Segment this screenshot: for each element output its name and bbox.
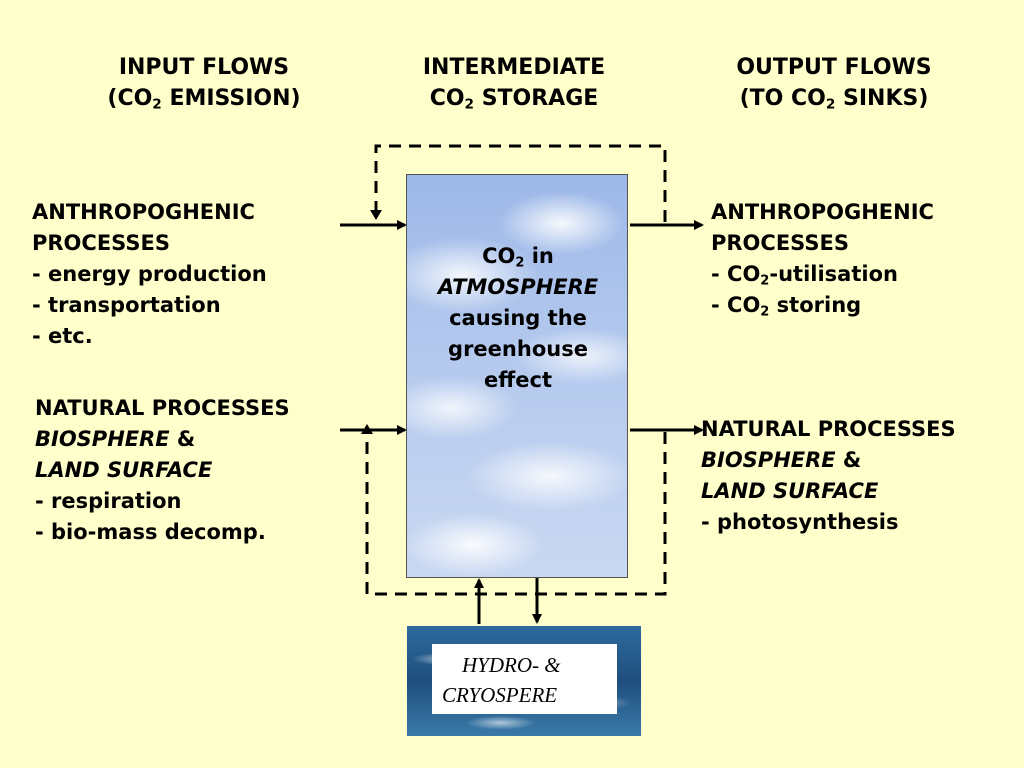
- input-natural-title: NATURAL PROCESSES: [35, 396, 290, 420]
- input-anthro-item: - transportation: [32, 293, 221, 317]
- input-natural-biosphere: BIOSPHERE &: [35, 427, 196, 451]
- output-anthro-item-utilisation: - CO2-utilisation: [711, 262, 898, 289]
- atmosphere-line4: greenhouse: [448, 337, 588, 361]
- output-natural-block: NATURAL PROCESSES BIOSPHERE & LAND SURFA…: [701, 414, 956, 538]
- input-anthro-title1: ANTHROPOGHENIC: [32, 200, 255, 224]
- header-output-flows: OUTPUT FLOWS (TO CO2 SINKS): [694, 52, 974, 114]
- atmosphere-line3: causing the: [449, 306, 587, 330]
- dashed-loop-bottom: [365, 432, 667, 596]
- header-input-flows: INPUT FLOWS (CO2 EMISSION): [64, 52, 344, 114]
- output-anthro-title1: ANTHROPOGHENIC: [711, 200, 934, 224]
- header-intermediate-line1: INTERMEDIATE: [422, 55, 606, 80]
- header-input-line1: INPUT FLOWS: [118, 55, 290, 80]
- input-natural-item: - bio-mass decomp.: [35, 520, 266, 544]
- dashed-loop-top: [374, 144, 667, 222]
- header-intermediate-storage: INTERMEDIATE CO2 STORAGE: [374, 52, 654, 114]
- hydro-line1: HYDRO- &: [462, 653, 561, 677]
- output-natural-land-surface: LAND SURFACE: [701, 479, 879, 503]
- output-anthro-title2: PROCESSES: [711, 231, 849, 255]
- input-anthro-item: - energy production: [32, 262, 267, 286]
- input-anthropogenic-block: ANTHROPOGHENIC PROCESSES - energy produc…: [32, 197, 267, 352]
- output-anthropogenic-block: ANTHROPOGHENIC PROCESSES - CO2-utilisati…: [711, 197, 934, 321]
- output-natural-item: - photosynthesis: [701, 510, 899, 534]
- hydro-line2: CRYOSPERE: [442, 683, 558, 707]
- input-anthro-item: - etc.: [32, 324, 93, 348]
- atmosphere-box: CO2 in ATMOSPHERE causing the greenhouse…: [406, 174, 628, 578]
- dashed-loop-top-head: [370, 210, 382, 220]
- header-output-line2: (TO CO2 SINKS): [739, 86, 929, 113]
- output-anthro-item-storing: - CO2 storing: [711, 293, 862, 320]
- input-natural-item: - respiration: [35, 489, 182, 513]
- hydro-cryosphere-label: HYDRO- & CRYOSPERE: [432, 644, 617, 714]
- atmosphere-line1: CO2 in: [482, 244, 554, 271]
- header-output-line1: OUTPUT FLOWS: [736, 55, 932, 80]
- output-natural-biosphere: BIOSPHERE &: [701, 448, 862, 472]
- header-intermediate-line2: CO2 STORAGE: [429, 86, 599, 113]
- atmosphere-line5: effect: [484, 368, 552, 392]
- dashed-loop-bottom-head: [361, 424, 373, 434]
- header-input-line2: (CO2 EMISSION): [107, 86, 301, 113]
- atmosphere-line2: ATMOSPHERE: [437, 275, 599, 299]
- atmosphere-label: CO2 in ATMOSPHERE causing the greenhouse…: [407, 241, 627, 396]
- input-anthro-title2: PROCESSES: [32, 231, 170, 255]
- output-natural-title: NATURAL PROCESSES: [701, 417, 956, 441]
- input-natural-land-surface: LAND SURFACE: [35, 458, 213, 482]
- input-natural-block: NATURAL PROCESSES BIOSPHERE & LAND SURFA…: [35, 393, 290, 548]
